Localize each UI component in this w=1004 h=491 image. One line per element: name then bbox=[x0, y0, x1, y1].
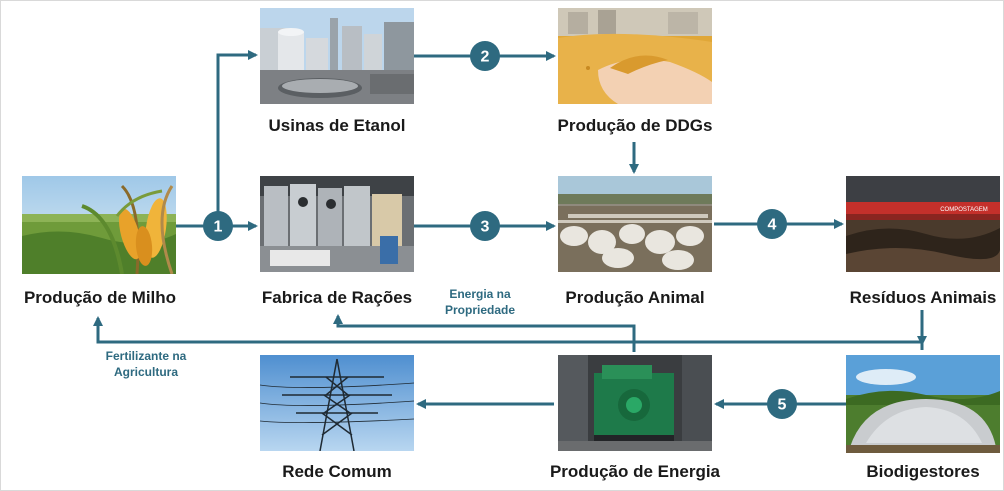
note-energia-line2: Propriedade bbox=[444, 303, 516, 317]
node-label-residuos: Resíduos Animais bbox=[849, 288, 997, 307]
node-label-ddgs: Produção de DDGs bbox=[557, 116, 713, 135]
arrow-fertilizante-milho bbox=[93, 316, 924, 350]
corn-field-image bbox=[22, 176, 176, 274]
step-circle-5 bbox=[767, 389, 797, 419]
node-label-racoes: Fabrica de Rações bbox=[261, 288, 413, 307]
step-number-5: 5 bbox=[778, 397, 787, 414]
generator-image bbox=[558, 355, 712, 451]
step-number-4: 4 bbox=[768, 217, 777, 234]
node-label-milho: Produção de Milho bbox=[23, 288, 177, 307]
power-grid-image bbox=[260, 355, 414, 451]
note-fertilizante-line1: Fertilizante na bbox=[105, 349, 187, 363]
ddgs-grain-image bbox=[558, 8, 712, 104]
animal-waste-image: COMPOSTAGEM bbox=[846, 176, 1000, 272]
feed-factory-image bbox=[260, 176, 414, 272]
node-label-energia: Produção de Energia bbox=[549, 462, 721, 481]
note-energia-propriedade: Energia na Propriedade bbox=[425, 286, 535, 318]
node-label-rede: Rede Comum bbox=[282, 462, 392, 481]
note-fertilizante: Fertilizante na Agricultura bbox=[86, 348, 206, 380]
cattle-feedlot-image bbox=[558, 176, 712, 272]
biodigester-image bbox=[846, 355, 1000, 453]
step-circle-1 bbox=[203, 211, 233, 241]
note-energia-line1: Energia na bbox=[449, 287, 511, 301]
arrow-milho-etanol bbox=[216, 50, 258, 226]
note-fertilizante-line2: Agricultura bbox=[113, 365, 178, 379]
ethanol-plant-image bbox=[260, 8, 414, 104]
step-circle-3 bbox=[470, 211, 500, 241]
node-label-biodigestores: Biodigestores bbox=[866, 462, 980, 481]
step-number-3: 3 bbox=[481, 219, 490, 236]
step-number-2: 2 bbox=[481, 49, 490, 66]
node-label-etanol: Usinas de Etanol bbox=[268, 116, 406, 135]
arrow-energia-racoes bbox=[333, 314, 636, 352]
step-number-1: 1 bbox=[214, 219, 223, 236]
step-circle-4 bbox=[757, 209, 787, 239]
composting-sign: COMPOSTAGEM bbox=[940, 207, 988, 213]
step-markers bbox=[203, 41, 797, 419]
node-label-animal: Produção Animal bbox=[565, 288, 705, 307]
step-circle-2 bbox=[470, 41, 500, 71]
